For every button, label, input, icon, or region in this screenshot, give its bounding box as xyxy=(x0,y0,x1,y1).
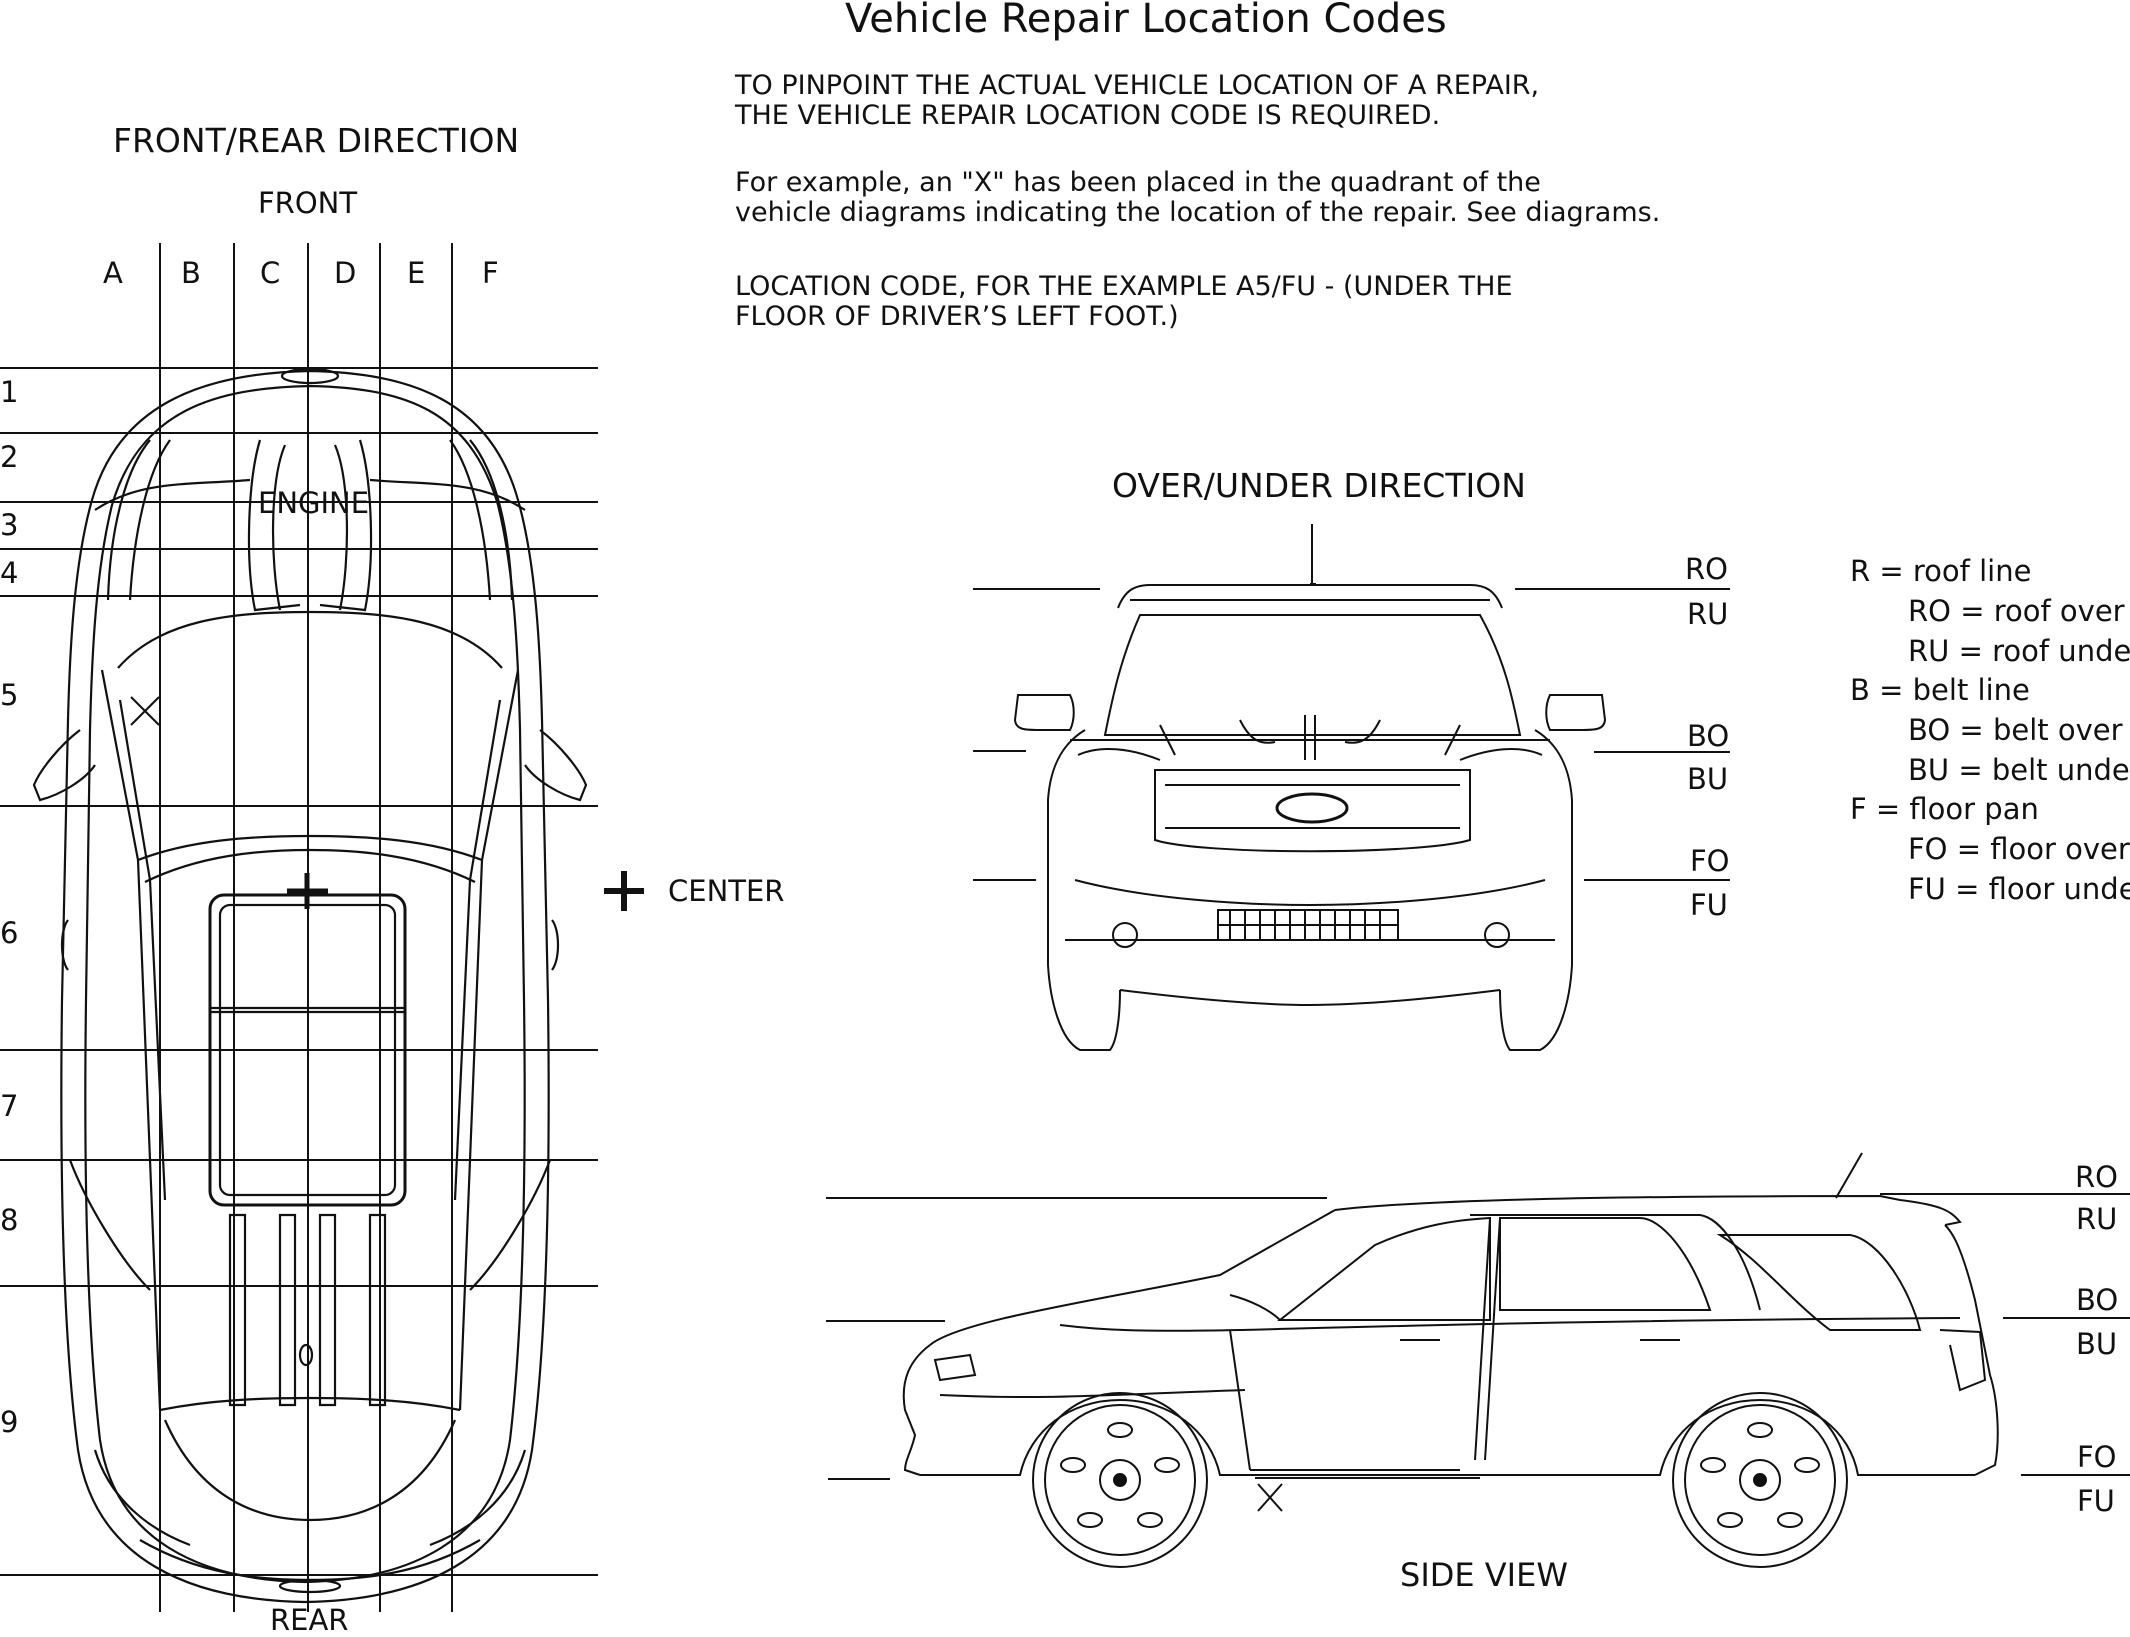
side-belt-under-label: BU xyxy=(2076,1327,2118,1361)
intro-line-1: TO PINPOINT THE ACTUAL VEHICLE LOCATION … xyxy=(735,70,1540,101)
side-view-rear-wheel xyxy=(1673,1393,1847,1567)
side-floor-under-label: FU xyxy=(2077,1484,2115,1518)
legend-item: R = roof line xyxy=(1850,554,2032,588)
legend-item: FO = floor over xyxy=(1908,832,2130,866)
front-roof-under-label: RU xyxy=(1687,597,1729,631)
example-line-1: For example, an "X" has been placed in t… xyxy=(735,167,1541,198)
side-roof-over-label: RO xyxy=(2075,1160,2118,1194)
side-view-front-wheel xyxy=(1033,1393,1207,1567)
row-label-1: 1 xyxy=(0,375,19,409)
page-title: Vehicle Repair Location Codes xyxy=(845,0,1447,42)
center-marker-icon xyxy=(604,871,644,911)
legend-item: RU = roof under xyxy=(1908,634,2130,668)
row-label-7: 7 xyxy=(0,1089,19,1123)
location-grid xyxy=(0,243,598,1612)
front-rear-heading: FRONT/REAR DIRECTION xyxy=(113,121,520,160)
center-label: CENTER xyxy=(668,874,785,908)
column-label-f: F xyxy=(482,256,499,290)
legend-item: BU = belt under xyxy=(1908,753,2130,787)
front-floor-over-label: FO xyxy=(1690,844,1730,878)
row-label-3: 3 xyxy=(0,508,19,542)
legend-item: B = belt line xyxy=(1850,673,2030,707)
center-cross-small xyxy=(287,873,328,909)
front-view-car xyxy=(1015,524,1605,1050)
front-roof-over-label: RO xyxy=(1685,552,1728,586)
column-label-a: A xyxy=(103,256,123,290)
side-floor-over-label: FO xyxy=(2077,1440,2117,1474)
side-view-caption: SIDE VIEW xyxy=(1400,1556,1568,1594)
legend-item: BO = belt over xyxy=(1908,713,2123,747)
row-label-2: 2 xyxy=(0,440,19,474)
column-label-b: B xyxy=(181,256,201,290)
front-label: FRONT xyxy=(258,186,358,220)
side-view-car xyxy=(904,1153,1998,1478)
legend-item: RO = roof over xyxy=(1908,594,2125,628)
over-under-heading: OVER/UNDER DIRECTION xyxy=(1112,466,1526,505)
repair-marker-side xyxy=(1258,1484,1282,1511)
row-label-9: 9 xyxy=(0,1405,19,1439)
side-belt-over-label: BO xyxy=(2076,1283,2119,1317)
front-belt-under-label: BU xyxy=(1687,762,1729,796)
example-line-2: vehicle diagrams indicating the location… xyxy=(735,197,1661,228)
row-label-5: 5 xyxy=(0,678,19,712)
column-label-e: E xyxy=(407,256,426,290)
row-label-8: 8 xyxy=(0,1203,19,1237)
row-label-6: 6 xyxy=(0,916,19,950)
front-view-level-lines xyxy=(973,589,1730,880)
rear-label: REAR xyxy=(270,1603,349,1637)
legend-item: FU = floor under xyxy=(1908,872,2130,906)
code-line-1: LOCATION CODE, FOR THE EXAMPLE A5/FU - (… xyxy=(735,271,1513,302)
code-line-2: FLOOR OF DRIVER’S LEFT FOOT.) xyxy=(735,301,1179,332)
front-belt-over-label: BO xyxy=(1687,719,1730,753)
intro-line-2: THE VEHICLE REPAIR LOCATION CODE IS REQU… xyxy=(735,100,1441,131)
legend-item: F = floor pan xyxy=(1850,792,2039,826)
repair-marker-top xyxy=(131,697,159,725)
top-view-car xyxy=(34,369,586,1602)
side-roof-under-label: RU xyxy=(2076,1202,2118,1236)
front-floor-under-label: FU xyxy=(1690,888,1728,922)
column-label-d: D xyxy=(334,256,357,290)
row-label-4: 4 xyxy=(0,556,19,590)
column-label-c: C xyxy=(260,256,281,290)
side-view-level-lines xyxy=(826,1194,2130,1479)
